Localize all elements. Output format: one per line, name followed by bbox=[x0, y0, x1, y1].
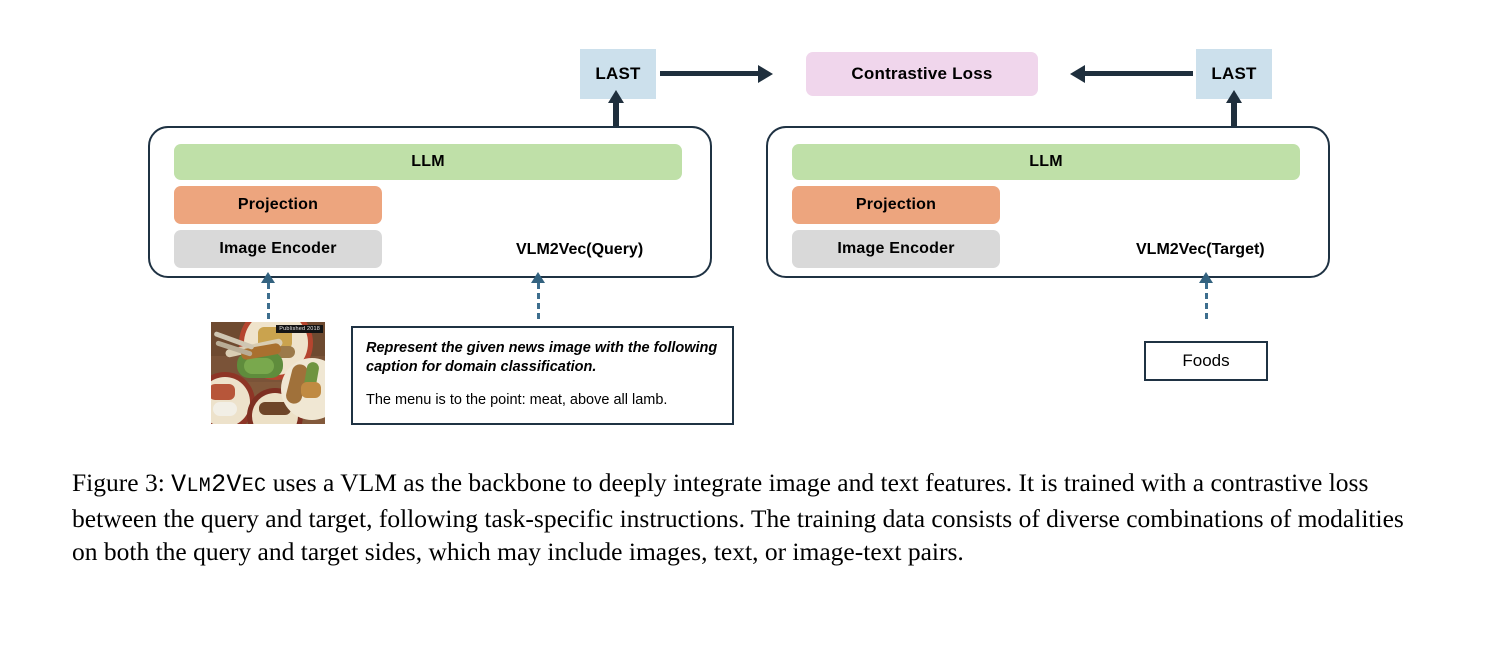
query-instruction-text: Represent the given news image with the … bbox=[366, 340, 718, 376]
last-token-label-target: LAST bbox=[1211, 64, 1257, 83]
target-model-panel: LLM Projection Image Encoder VLM2Vec(Tar… bbox=[766, 126, 1330, 278]
arrow-target-llm-to-last-line bbox=[1231, 99, 1237, 145]
arrow-target-to-loss-head bbox=[1070, 64, 1085, 83]
dashed-arrow-foods-to-panel-head bbox=[1199, 272, 1213, 283]
model-name-smallcaps: VLM2VEC bbox=[171, 470, 267, 499]
figure-caption: Figure 3: VLM2VEC uses a VLM as the back… bbox=[72, 466, 1404, 568]
query-projection-bar: Projection bbox=[174, 186, 382, 224]
contrastive-loss-box: Contrastive Loss bbox=[806, 52, 1038, 96]
arrow-target-llm-to-last-head bbox=[1226, 90, 1242, 103]
photo-watermark: Published 2018 bbox=[276, 325, 323, 333]
target-projection-label: Projection bbox=[855, 196, 937, 213]
target-llm-bar: LLM bbox=[792, 144, 1300, 180]
query-projection-label: Projection bbox=[237, 196, 319, 213]
caption-body: uses a VLM as the backbone to deeply int… bbox=[72, 468, 1404, 566]
target-foods-box: Foods bbox=[1144, 341, 1268, 381]
arrow-target-to-loss-line bbox=[1085, 71, 1193, 76]
arrow-query-llm-to-last-head bbox=[608, 90, 624, 103]
target-projection-bar: Projection bbox=[792, 186, 1000, 224]
arrow-query-to-loss-head bbox=[758, 64, 773, 83]
query-prompt-box: Represent the given news image with the … bbox=[351, 326, 734, 425]
arrow-query-llm-to-last-line bbox=[613, 99, 619, 145]
target-image-encoder-label: Image Encoder bbox=[837, 240, 955, 257]
figure-number: Figure 3: bbox=[72, 468, 165, 497]
target-foods-label: Foods bbox=[1182, 351, 1230, 370]
contrastive-loss-label: Contrastive Loss bbox=[851, 64, 993, 83]
target-output-label: VLM2Vec(Target) bbox=[1136, 241, 1265, 258]
dashed-arrow-foods-to-panel-line bbox=[1205, 283, 1208, 319]
query-llm-bar: LLM bbox=[174, 144, 682, 180]
query-image-encoder-bar: Image Encoder bbox=[174, 230, 382, 268]
dashed-arrow-image-to-encoder-line bbox=[267, 283, 270, 319]
target-llm-label: LLM bbox=[1029, 153, 1063, 170]
news-image-thumbnail: Published 2018 bbox=[211, 322, 325, 424]
dashed-arrow-prompt-to-panel-head bbox=[531, 272, 545, 283]
arrow-query-to-loss-line bbox=[660, 71, 760, 76]
query-llm-label: LLM bbox=[411, 153, 445, 170]
query-caption-text: The menu is to the point: meat, above al… bbox=[366, 392, 668, 409]
dashed-arrow-image-to-encoder-head bbox=[261, 272, 275, 283]
target-image-encoder-bar: Image Encoder bbox=[792, 230, 1000, 268]
query-model-panel: LLM Projection Image Encoder VLM2Vec(Que… bbox=[148, 126, 712, 278]
query-output-label: VLM2Vec(Query) bbox=[516, 241, 644, 258]
query-image-encoder-label: Image Encoder bbox=[219, 240, 337, 257]
dashed-arrow-prompt-to-panel-line bbox=[537, 283, 540, 319]
last-token-label-query: LAST bbox=[595, 64, 641, 83]
